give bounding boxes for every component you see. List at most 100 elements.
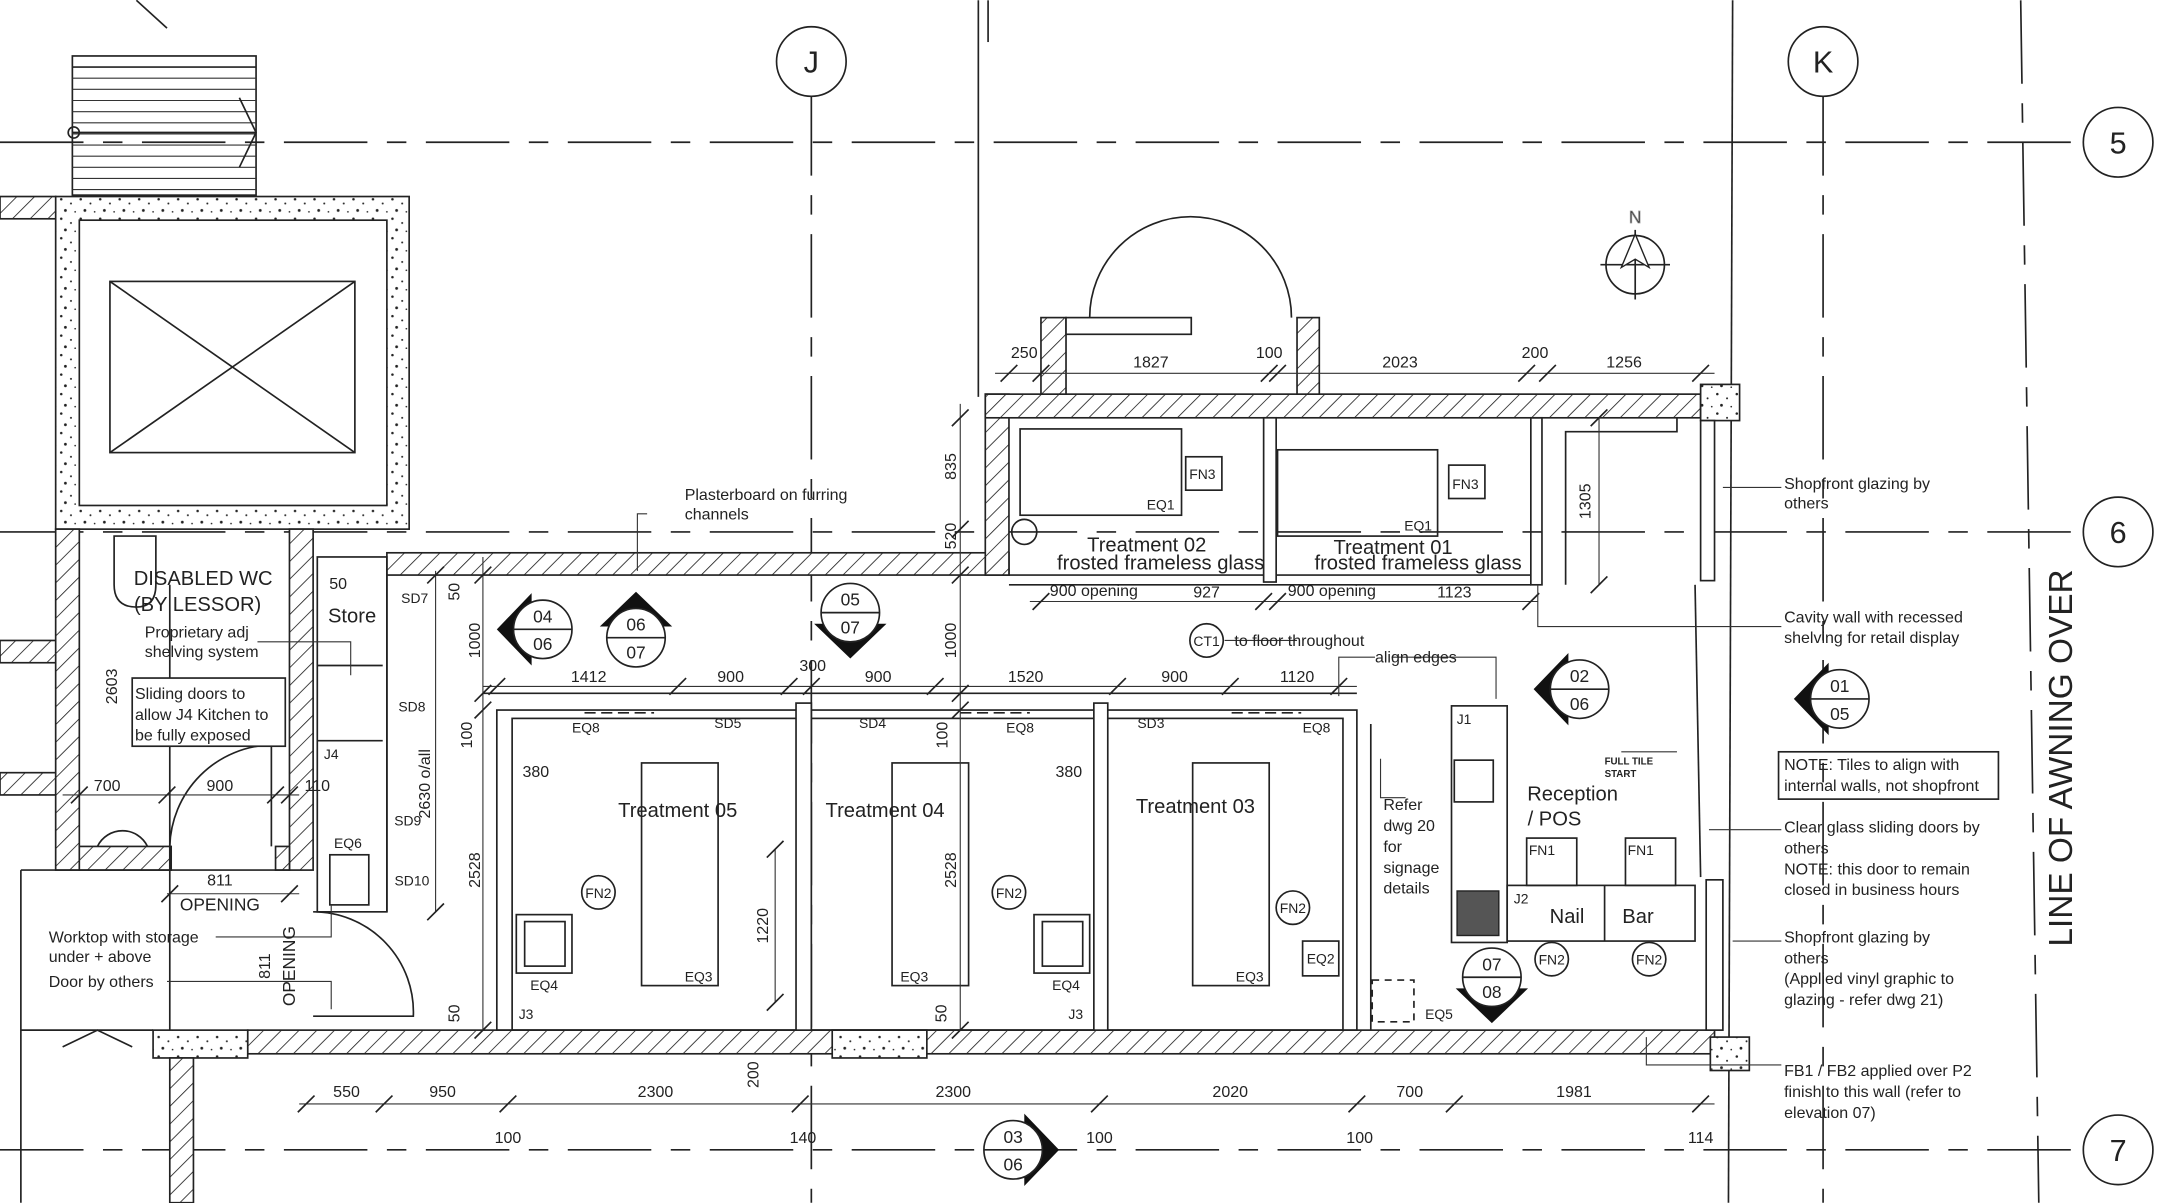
equipment-tag: EQ8 xyxy=(1303,719,1331,735)
room-label: Bar xyxy=(1622,906,1654,928)
dimension-text: 2630 o/all xyxy=(417,749,434,818)
equipment-tag: SD3 xyxy=(1137,715,1164,731)
equipment-tag: SD9 xyxy=(394,813,421,829)
annotation-text: others xyxy=(1784,495,1828,512)
dimension-text: 1520 xyxy=(1008,669,1044,686)
room-label: Treatment 03 xyxy=(1136,796,1255,818)
annotation-text: under + above xyxy=(49,949,152,966)
dimension-text: 2528 xyxy=(467,852,484,888)
svg-text:06: 06 xyxy=(1570,694,1589,714)
dimension-text: 380 xyxy=(522,764,549,781)
svg-text:05: 05 xyxy=(841,590,860,610)
dimension-text: 100 xyxy=(935,722,952,749)
annotation-text: elevation 07) xyxy=(1784,1105,1876,1122)
annotation-text: glazing - refer dwg 21) xyxy=(1784,992,1943,1009)
equipment-tag: EQ6 xyxy=(334,835,362,851)
equipment-tag: FN3 xyxy=(1452,476,1479,492)
svg-text:J: J xyxy=(804,46,819,80)
reception-counter xyxy=(1450,705,1696,944)
equipment-tag: EQ3 xyxy=(1236,968,1264,984)
annotation-text: shelving system xyxy=(145,644,259,661)
circle-tag: CT1 xyxy=(1193,633,1220,649)
equipment-tag: J4 xyxy=(324,746,339,762)
tag-circle xyxy=(1534,941,1570,977)
wc-fixtures xyxy=(20,535,415,1203)
dimension-text: 1412 xyxy=(571,669,607,686)
equipment-tag: EQ4 xyxy=(530,977,558,993)
annotation-text: allow J4 Kitchen to xyxy=(135,707,269,724)
svg-text:06: 06 xyxy=(533,634,552,654)
dimension-text: 2020 xyxy=(1212,1084,1248,1101)
grid-bubble-j: J xyxy=(775,25,847,98)
tag-circle xyxy=(1275,890,1311,926)
room-label: Reception xyxy=(1527,784,1618,806)
circle-tag: FN2 xyxy=(1636,952,1663,968)
grid-bubble-6: 6 xyxy=(2082,496,2154,568)
dimension-text: 110 xyxy=(305,778,331,795)
dimension-text: 2023 xyxy=(1382,355,1418,372)
dimension-text: 100 xyxy=(495,1130,522,1147)
equipment-tag: EQ4 xyxy=(1052,977,1080,993)
tag-circle xyxy=(991,874,1027,910)
annotation-text: FB1 / FB2 applied over P2 xyxy=(1784,1063,1972,1080)
dimension-text: 1000 xyxy=(467,623,484,659)
dimension-text: 811 xyxy=(207,872,233,889)
room-label: Store xyxy=(328,605,376,627)
equipment-tag: SD7 xyxy=(401,590,428,606)
dimension-text: 1305 xyxy=(1578,483,1595,519)
lift-shaft xyxy=(0,195,410,530)
dimension-text: 1981 xyxy=(1556,1084,1592,1101)
dimension-text: 200 xyxy=(1522,345,1549,362)
dimension-text: 700 xyxy=(1396,1084,1423,1101)
annotation-text: to floor throughout xyxy=(1234,633,1364,650)
annotation-text: shelving for retail display xyxy=(1784,630,1959,647)
dimension-text: 100 xyxy=(1346,1130,1373,1147)
dimension-text: 100 xyxy=(459,722,476,749)
annotation-text: dwg 20 xyxy=(1383,818,1435,835)
dimension-text: 50 xyxy=(446,583,463,601)
equipment-tag: EQ1 xyxy=(1147,497,1175,513)
equipment-tag: SD4 xyxy=(859,715,886,731)
room-label: Treatment 02 xyxy=(1087,534,1206,556)
dimension-text: 1827 xyxy=(1133,355,1169,372)
annotation-text: finish to this wall (refer to xyxy=(1784,1084,1961,1101)
dimension-text: 1256 xyxy=(1606,355,1642,372)
annotation-text: Shopfront glazing by xyxy=(1784,476,1930,493)
equipment-tag: SD8 xyxy=(398,698,425,714)
annotation-text: Worktop with storage xyxy=(49,929,199,946)
room-label: / POS xyxy=(1528,809,1582,831)
circle-tag: FN2 xyxy=(1280,900,1307,916)
svg-text:K: K xyxy=(1813,46,1834,80)
svg-text:06: 06 xyxy=(626,615,645,635)
room-label: Treatment 05 xyxy=(618,800,737,822)
store-joinery xyxy=(316,556,388,913)
svg-text:5: 5 xyxy=(2110,126,2127,160)
dimension-text: 200 xyxy=(745,1061,762,1088)
dimension-text: 50 xyxy=(446,1004,463,1022)
room-label: Nail xyxy=(1550,906,1585,928)
annotation-text: Shopfront glazing by xyxy=(1784,929,1930,946)
dimension-text: 50 xyxy=(329,576,347,593)
equipment-tag: EQ8 xyxy=(572,719,600,735)
annotation-text: closed in business hours xyxy=(1784,882,1959,899)
equipment-tag: J3 xyxy=(1068,1006,1083,1022)
dimension-text: 900 xyxy=(717,669,744,686)
svg-text:05: 05 xyxy=(1830,704,1849,724)
equipment-tag: EQ1 xyxy=(1404,518,1432,534)
room-label: frosted frameless glass xyxy=(1057,552,1264,574)
equipment-tag: FN1 xyxy=(1628,842,1655,858)
dimension-text: 1123 xyxy=(1437,584,1472,601)
awning-line-label: LINE OF AWNING OVER xyxy=(2043,569,2080,946)
equipment-tag: EQ3 xyxy=(685,968,713,984)
svg-text:6: 6 xyxy=(2110,516,2127,550)
svg-text:02: 02 xyxy=(1570,666,1589,686)
annotation-text: internal walls, not shopfront xyxy=(1784,778,1979,795)
dimension-text: 550 xyxy=(333,1084,360,1101)
